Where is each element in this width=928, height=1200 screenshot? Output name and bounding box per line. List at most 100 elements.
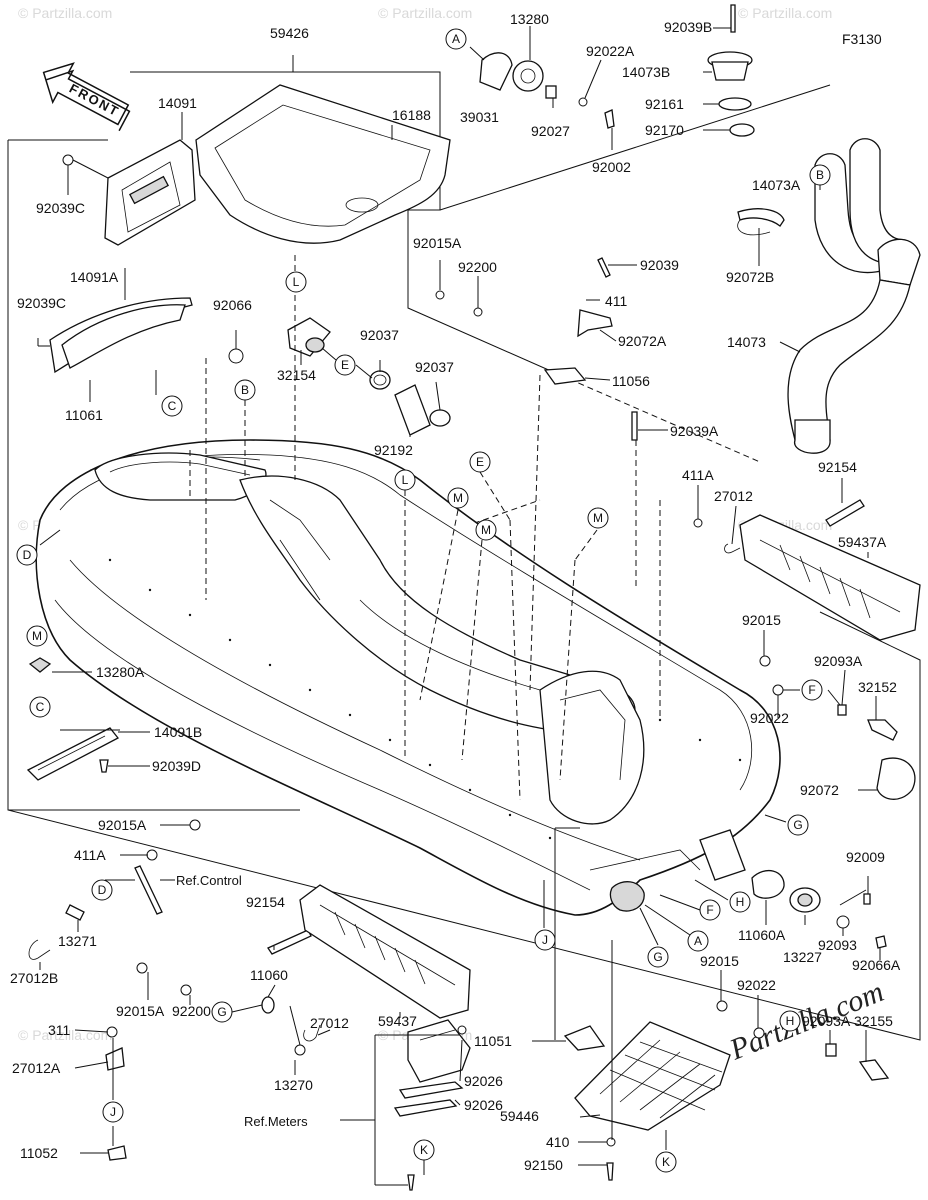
washer-92093 [836, 915, 850, 929]
callout-D: D [98, 883, 107, 897]
washer-13270 [294, 1044, 306, 1056]
washer-92022 [772, 684, 784, 696]
part-label: 92154 [818, 459, 857, 475]
part-label: 13271 [58, 933, 97, 949]
part-label: 14091 [158, 95, 197, 111]
cover-plate-14091 [104, 139, 196, 246]
hose-92192 [394, 384, 431, 436]
callout-G: G [217, 1005, 226, 1019]
part-label: 92037 [360, 327, 399, 343]
part-label: 92200 [172, 1003, 211, 1019]
washer-410 [606, 1137, 616, 1147]
reference-control: Ref.Control [176, 873, 242, 888]
part-label: 92072B [726, 269, 774, 285]
strap-92072B [737, 208, 785, 236]
cover-14091B [26, 727, 119, 781]
screw-92039D [99, 759, 109, 773]
cover-14091A [49, 297, 193, 374]
clip-27012A [105, 1047, 125, 1071]
part-label: 92039C [36, 200, 85, 216]
part-label: 92039B [664, 19, 712, 35]
front-arrow: FRONT [42, 62, 131, 132]
callout-D: D [23, 548, 32, 562]
fitting-13227 [789, 887, 821, 913]
callout-M: M [481, 523, 491, 537]
part-label: 410 [546, 1134, 570, 1150]
part-label: 13270 [274, 1077, 313, 1093]
part-label: 32155 [854, 1013, 893, 1029]
callout-L: L [402, 473, 409, 487]
part-label: 27012B [10, 970, 58, 986]
part-label: 92170 [645, 122, 684, 138]
part-label: 32152 [858, 679, 897, 695]
part-label: 11060 [250, 967, 288, 983]
callout-C: C [36, 700, 45, 714]
part-label: 92026 [464, 1073, 503, 1089]
oring-92161 [718, 97, 752, 111]
callout-A: A [694, 934, 702, 948]
part-label: 59446 [500, 1108, 539, 1124]
callout-K: K [420, 1143, 428, 1157]
part-label: 92039D [152, 758, 201, 774]
washer-92022-b [753, 1027, 765, 1039]
part-label: 92015 [700, 953, 739, 969]
part-label: 411A [682, 467, 714, 483]
part-label: 92093 [818, 937, 857, 953]
bolt-92154 [825, 499, 865, 527]
part-label: 59437 [378, 1013, 417, 1029]
part-label: 311 [48, 1022, 71, 1038]
bracket-11056 [543, 367, 587, 385]
part-label: 92026 [464, 1097, 503, 1113]
bracket-92072A [577, 309, 613, 338]
washer-92200 [473, 307, 483, 317]
figure-code: F3130 [842, 31, 882, 47]
part-label: 13227 [783, 949, 822, 965]
part-label: 92066A [852, 957, 901, 973]
callout-M: M [32, 629, 42, 643]
part-label: 92066 [213, 297, 252, 313]
part-label: 92027 [531, 123, 570, 139]
rail-59437 [299, 884, 471, 1019]
nut-92015 [759, 655, 771, 667]
bolt-92066A [875, 935, 887, 949]
part-label: 92037 [415, 359, 454, 375]
part-label: 92015A [116, 1003, 165, 1019]
callout-C: C [168, 399, 177, 413]
watermark-text: © Partzilla.com [378, 5, 472, 21]
callout-K: K [662, 1155, 670, 1169]
clip-27012B [28, 939, 51, 960]
part-label: 92200 [458, 259, 497, 275]
part-label: 92015 [742, 612, 781, 628]
part-label: 11056 [612, 373, 650, 389]
part-label: 27012 [714, 488, 753, 504]
part-label: 27012 [310, 1015, 349, 1031]
callout-L: L [293, 275, 300, 289]
callout-J: J [110, 1105, 116, 1119]
nut-92015-b [716, 1000, 728, 1012]
bracket-11051 [563, 1025, 606, 1051]
fitting-32155 [858, 1059, 890, 1081]
cap-13280A [28, 657, 52, 673]
cap-39031 [479, 52, 513, 91]
part-label: 92039C [17, 295, 66, 311]
cable-control [134, 865, 163, 915]
part-label: 411A [74, 847, 106, 863]
nut-311 [106, 1026, 118, 1038]
part-labels: 59426 16188 14091 92039C 14091A 92039C 1… [10, 11, 901, 1173]
part-label: 92150 [524, 1157, 563, 1173]
part-label: 92093A [802, 1013, 851, 1029]
callout-B: B [241, 383, 249, 397]
nut-92015A-b [189, 819, 201, 831]
part-label: 92022A [586, 43, 635, 59]
storage-tray-59426 [195, 84, 451, 244]
callout-M: M [453, 491, 463, 505]
fitting-32154 [287, 317, 331, 357]
callout-F: F [808, 683, 815, 697]
bolt-92039 [597, 257, 611, 278]
part-label: 92154 [246, 894, 285, 910]
leader-lines [37, 26, 881, 1186]
callout-M: M [593, 511, 603, 525]
callout-H: H [736, 895, 745, 909]
part-label: 39031 [460, 109, 499, 125]
part-label: 32154 [277, 367, 316, 383]
